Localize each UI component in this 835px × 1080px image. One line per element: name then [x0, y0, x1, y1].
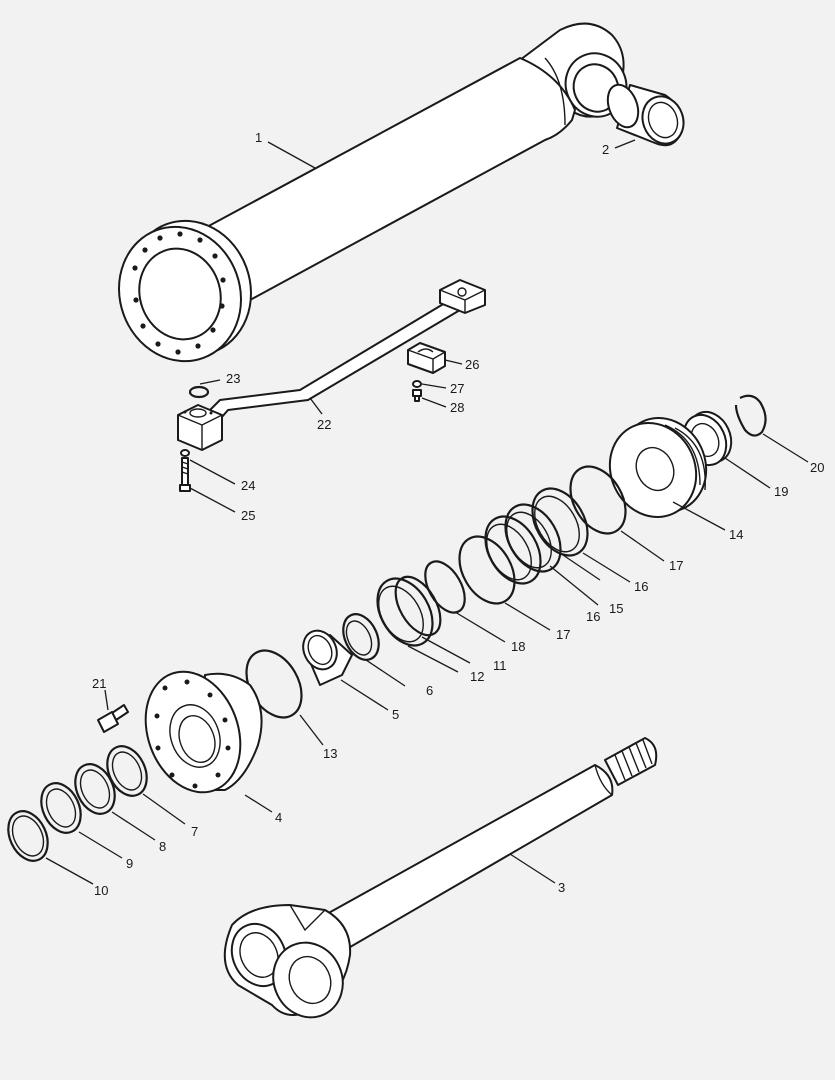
part-16-ring-lower	[484, 515, 542, 585]
part-15-seal-ring	[504, 503, 562, 573]
callout-28: 28	[450, 400, 464, 415]
callout-27: 27	[450, 381, 464, 396]
part-2-bushing	[606, 83, 685, 147]
callout-9: 9	[126, 856, 133, 871]
callout-23: 23	[226, 371, 240, 386]
part-14-piston	[608, 417, 708, 518]
callout-8: 8	[159, 839, 166, 854]
part-11-ring	[394, 575, 442, 637]
callout-1: 1	[255, 130, 262, 145]
part-10-ring	[7, 810, 49, 862]
part-22-pipe-assembly	[177, 279, 486, 451]
callout-4: 4	[275, 810, 282, 825]
callout-25: 25	[241, 508, 255, 523]
callout-11: 11	[493, 658, 507, 673]
part-6-ring	[342, 613, 380, 661]
part-17-ring-lower	[458, 535, 516, 605]
callout-3: 3	[558, 880, 565, 895]
callout-22: 22	[317, 417, 331, 432]
part-26-clamp	[407, 342, 446, 374]
part-21-bolt	[97, 704, 129, 733]
part-4-cylinder-head	[144, 670, 263, 794]
callout-7: 7	[191, 824, 198, 839]
callout-18: 18	[511, 639, 525, 654]
part-17-ring-upper	[569, 465, 627, 535]
callout-2: 2	[602, 142, 609, 157]
callout-labels: 1 2 3 4 5 6 7 8 9 10 11 12 13 14 15 16 1…	[92, 130, 824, 898]
callout-16a: 16	[634, 579, 648, 594]
callout-5: 5	[392, 707, 399, 722]
part-1-cylinder-tube	[118, 22, 628, 363]
callout-12: 12	[470, 669, 484, 684]
part-16-ring-upper	[531, 487, 589, 557]
part-8-ring	[74, 763, 116, 815]
part-23-o-ring	[188, 385, 210, 399]
callout-17a: 17	[669, 558, 683, 573]
part-28-bolt	[412, 389, 422, 402]
part-5-bushing	[302, 629, 353, 686]
leader-lines	[45, 139, 809, 885]
callout-24: 24	[241, 478, 255, 493]
part-27-washer	[412, 380, 422, 388]
part-3-piston-rod	[223, 737, 658, 1019]
callout-14: 14	[729, 527, 743, 542]
callout-6: 6	[426, 683, 433, 698]
callout-17b: 17	[556, 627, 570, 642]
part-12-ring	[376, 577, 434, 647]
callout-21: 21	[92, 676, 106, 691]
part-9-ring	[40, 782, 82, 834]
callout-19: 19	[774, 484, 788, 499]
callout-16b: 16	[586, 609, 600, 624]
callout-10: 10	[94, 883, 108, 898]
callout-15: 15	[609, 601, 623, 616]
callout-20: 20	[810, 460, 824, 475]
part-20-snap-ring	[734, 394, 767, 437]
callout-13: 13	[323, 746, 337, 761]
part-25-bolt	[179, 457, 191, 492]
callout-26: 26	[465, 357, 479, 372]
part-24-washer	[180, 449, 190, 457]
part-7-ring	[106, 745, 148, 797]
